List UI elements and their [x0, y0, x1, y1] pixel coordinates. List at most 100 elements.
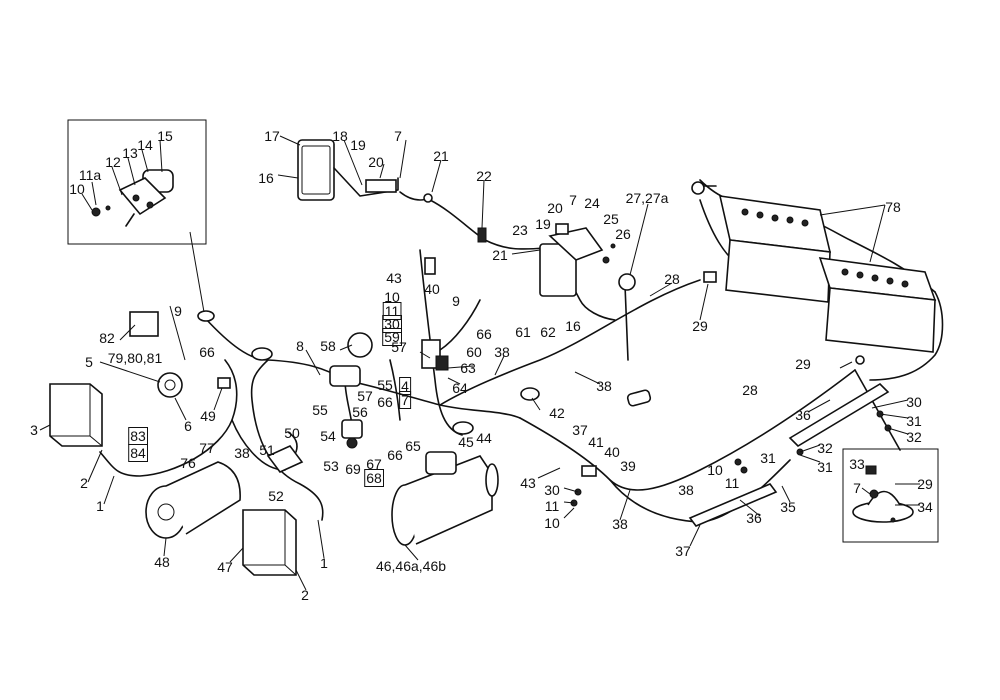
- callout-label-l9b: 9: [174, 303, 182, 319]
- callout-label-l44: 44: [476, 430, 492, 446]
- callout-label-l65: 65: [405, 438, 421, 454]
- callout-label-l42: 42: [549, 405, 565, 421]
- callout-label-l8: 8: [296, 338, 304, 354]
- callout-label-l1b: 1: [320, 555, 328, 571]
- callout-label-l10b: 10: [384, 289, 400, 305]
- callout-label-l29a: 29: [692, 318, 708, 334]
- callout-label-l58: 58: [320, 338, 336, 354]
- callout-label-l47: 47: [217, 559, 233, 575]
- callout-label-l38a: 38: [494, 344, 510, 360]
- callout-label-l23: 23: [512, 222, 528, 238]
- callout-label-l84: 84: [130, 445, 146, 461]
- callout-label-l2727a: 27,27a: [626, 190, 669, 206]
- leader-lines: [39, 135, 909, 591]
- callout-label-l24: 24: [584, 195, 600, 211]
- callout-label-l21a: 21: [433, 148, 449, 164]
- callout-label-l31a: 31: [906, 413, 922, 429]
- callout-label-l7a: 7: [394, 128, 402, 144]
- callout-label-l62: 62: [540, 324, 556, 340]
- callout-label-l31b: 31: [817, 459, 833, 475]
- callout-label-l11b: 11: [385, 303, 400, 319]
- callout-label-l33: 33: [849, 456, 865, 472]
- callout-label-l798081: 79,80,81: [108, 350, 163, 366]
- callout-label-l464646: 46,46a,46b: [376, 558, 446, 574]
- callout-label-l4: 4: [401, 378, 409, 394]
- callout-label-l35: 35: [780, 499, 796, 515]
- callout-label-l31c: 31: [760, 450, 776, 466]
- callout-label-l55a: 55: [377, 377, 393, 393]
- callout-label-l40b: 40: [604, 444, 620, 460]
- callout-label-l17: 17: [264, 128, 280, 144]
- callout-label-l38e: 38: [612, 516, 628, 532]
- callout-label-l2a: 2: [80, 475, 88, 491]
- callout-label-l68: 68: [366, 470, 382, 486]
- callout-label-l49: 49: [200, 408, 216, 424]
- callout-label-l67: 67: [366, 456, 382, 472]
- callout-label-l7d: 7: [853, 480, 861, 496]
- callout-label-l83: 83: [130, 428, 146, 444]
- callout-label-l38c: 38: [234, 445, 250, 461]
- callout-label-l37a: 37: [572, 422, 588, 438]
- callout-label-l61: 61: [515, 324, 531, 340]
- callout-label-l26: 26: [615, 226, 631, 242]
- callout-label-l6: 6: [184, 418, 192, 434]
- callout-label-l19b: 19: [535, 216, 551, 232]
- component-parts: [49, 139, 937, 576]
- callout-box-l30a: [382, 315, 402, 333]
- callout-label-l13: 13: [122, 145, 138, 161]
- callout-label-l12: 12: [105, 154, 121, 170]
- callout-label-l1a: 1: [96, 498, 104, 514]
- callout-label-l76: 76: [180, 455, 196, 471]
- callout-label-l30a: 30: [384, 316, 400, 332]
- callout-box-l68: [364, 469, 384, 487]
- callout-box-l59: [382, 328, 402, 346]
- callout-label-l21b: 21: [492, 247, 508, 263]
- callout-label-l5: 5: [85, 354, 93, 370]
- callout-label-l77: 77: [199, 440, 215, 456]
- callout-label-l64: 64: [452, 380, 468, 396]
- callout-label-l20b: 20: [547, 200, 563, 216]
- callout-label-l16a: 16: [258, 170, 274, 186]
- callout-label-l11a: 11a: [79, 167, 102, 183]
- callout-label-l32a: 32: [906, 429, 922, 445]
- callout-label-l45: 45: [458, 434, 474, 450]
- callout-label-l82: 82: [99, 330, 115, 346]
- callout-label-l14: 14: [137, 137, 153, 153]
- callout-label-l3: 3: [30, 422, 38, 438]
- callout-box-l4: [399, 377, 412, 395]
- callout-label-l30c: 30: [544, 482, 560, 498]
- callout-label-l38d: 38: [678, 482, 694, 498]
- callout-label-l36b: 36: [746, 510, 762, 526]
- callout-label-l57b: 57: [357, 388, 373, 404]
- callout-label-l66d: 66: [387, 447, 403, 463]
- callout-label-l57a: 57: [391, 339, 407, 355]
- callout-label-l53: 53: [323, 458, 339, 474]
- callout-label-l16b: 16: [565, 318, 581, 334]
- callout-label-l43b: 43: [520, 475, 536, 491]
- callout-label-l56: 56: [352, 404, 368, 420]
- callout-box-l11b: [382, 302, 402, 320]
- callout-label-l52: 52: [268, 488, 284, 504]
- callout-label-l9a: 9: [452, 293, 460, 309]
- callout-label-l39: 39: [620, 458, 636, 474]
- callout-label-l15: 15: [157, 128, 173, 144]
- callout-label-l11d: 11: [545, 498, 560, 514]
- callout-label-l43a: 43: [386, 270, 402, 286]
- callout-label-l66b: 66: [199, 344, 215, 360]
- callout-label-l25: 25: [603, 211, 619, 227]
- callout-label-l28b: 28: [742, 382, 758, 398]
- callout-label-l28a: 28: [664, 271, 680, 287]
- callout-label-l55b: 55: [312, 402, 328, 418]
- callout-label-l36a: 36: [795, 407, 811, 423]
- callout-label-l2b: 2: [301, 587, 309, 603]
- callout-label-l10d: 10: [544, 515, 560, 531]
- callout-label-l59: 59: [384, 329, 400, 345]
- callout-label-l60: 60: [466, 344, 482, 360]
- boxed-label-layer: [128, 302, 412, 487]
- callout-label-l10c: 10: [707, 462, 723, 478]
- callout-box-l84: [128, 444, 148, 462]
- callout-label-l69: 69: [345, 461, 361, 477]
